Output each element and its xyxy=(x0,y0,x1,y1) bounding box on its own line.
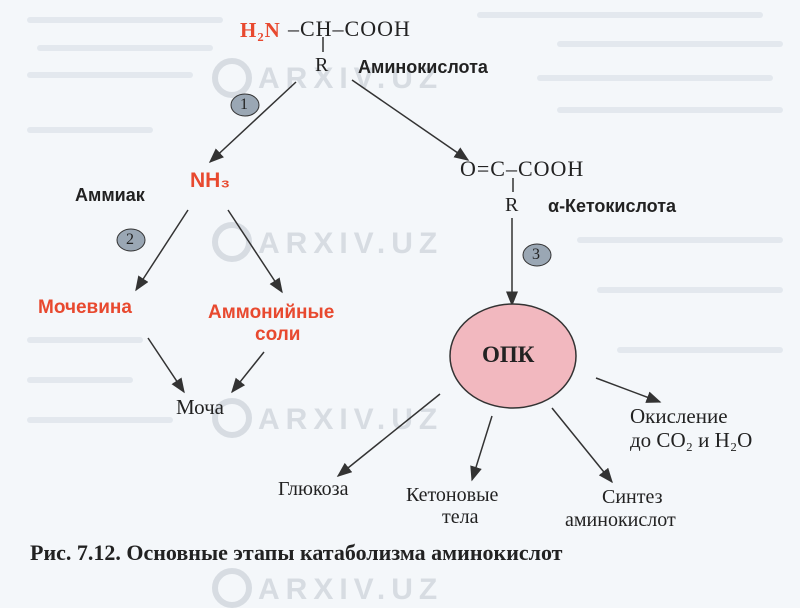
arrow-ammonia-to-salts xyxy=(227,209,283,294)
arrow-salts-to-urine xyxy=(231,351,265,394)
arrow-ammonia-to-urea xyxy=(135,209,189,292)
amino-acid-label: Аминокислота xyxy=(358,57,488,77)
arrow-amino-to-ammonia xyxy=(208,81,297,164)
keto-r: R xyxy=(505,194,520,216)
keto-chain: O=C–COOH xyxy=(460,156,585,181)
arrow-cycle-to-glucose xyxy=(336,393,441,477)
step-label-1: 1 xyxy=(240,96,248,113)
step-circle-1 xyxy=(230,93,260,117)
ammonium-salts-line1: Аммонийные xyxy=(208,302,335,323)
step-label-2: 2 xyxy=(126,231,134,248)
oxidation-line2: до CO₂ и H₂O xyxy=(630,428,753,452)
cycle-label: ОПК xyxy=(482,342,535,367)
synthesis-line2: аминокислот xyxy=(565,509,676,531)
arrow-cycle-to-ketone xyxy=(470,415,493,482)
keto-acid-label: α-Кетокислота xyxy=(548,196,677,216)
arrow-amino-to-keto xyxy=(351,79,470,161)
synthesis-line1: Синтез xyxy=(602,486,663,508)
cycle-node xyxy=(449,303,577,409)
ammonia-formula: NH₃ xyxy=(190,169,231,192)
watermark-logo xyxy=(212,398,252,438)
watermark-text: ARXIV.UZ xyxy=(258,227,444,260)
ketone-line2: тела xyxy=(442,506,479,528)
figure-caption: Рис. 7.12. Основные этапы катаболизма ам… xyxy=(30,540,563,565)
ammonium-salts-line2: соли xyxy=(255,324,301,345)
oxidation-line1: Окисление xyxy=(630,404,728,428)
arrow-urea-to-urine xyxy=(147,337,185,394)
amino-h2n: H₂N xyxy=(240,18,281,42)
ammonia-label: Аммиак xyxy=(75,185,145,205)
urea-label: Мочевина xyxy=(38,297,132,318)
arrow-cycle-to-synthesis xyxy=(551,407,613,484)
urine-label: Моча xyxy=(176,395,224,419)
amino-r: R xyxy=(315,54,330,76)
watermark-logo xyxy=(212,58,252,98)
step-circle-2 xyxy=(116,228,146,252)
amino-chain: –CH–COOH xyxy=(288,16,411,41)
glucose-label: Глюкоза xyxy=(278,478,349,500)
arrow-cycle-to-oxidation xyxy=(595,377,662,403)
step-circle-3 xyxy=(522,243,552,267)
step-label-3: 3 xyxy=(532,246,540,263)
ketone-line1: Кетоновые xyxy=(406,484,499,506)
